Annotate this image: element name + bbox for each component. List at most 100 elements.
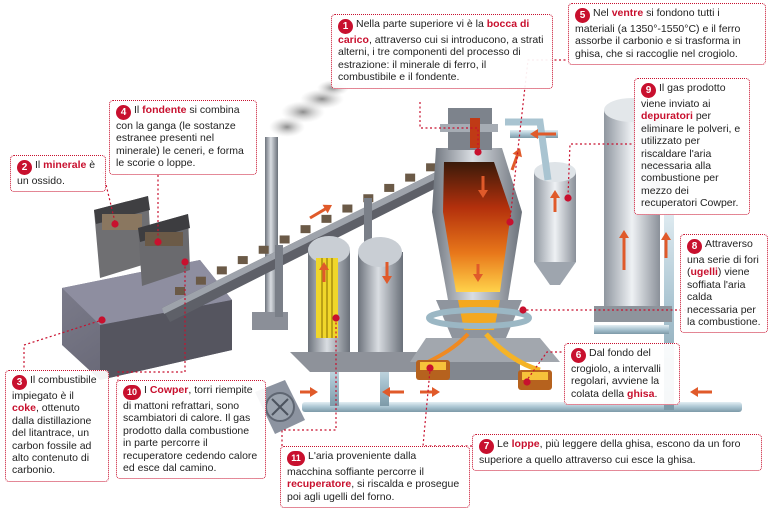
callout-highlight-1: bocca di carico <box>338 18 530 46</box>
conveyor-cart <box>342 204 353 213</box>
flow-arrow-head <box>690 387 698 397</box>
callout-highlight-8: ugelli <box>690 266 718 279</box>
callout-highlight-7: loppe <box>511 438 540 450</box>
conveyor-cart <box>279 235 290 244</box>
callout-text-3-post: , ottenuto dalla distillazione del litan… <box>12 402 92 477</box>
purifier <box>534 162 576 285</box>
callout-number-11: 11 <box>287 451 305 466</box>
callout-number-8: 8 <box>687 239 702 254</box>
callout-text-8-post: ) viene soffiata l'aria calda necessaria… <box>687 266 761 329</box>
callout-text-11-pre: L'aria proveniente dalla macchina soffia… <box>287 450 424 478</box>
callout-highlight-11: recuperatore <box>287 478 352 491</box>
callout-text-1-post: , attraverso cui si introducono, a strat… <box>338 34 544 84</box>
cowper-tower-left <box>308 236 350 358</box>
callout-number-5: 5 <box>575 8 590 23</box>
flow-arrow-head <box>530 129 538 139</box>
flow-arrow-head <box>319 262 329 270</box>
flow-arrow-head <box>478 190 488 198</box>
leader-dot-5 <box>506 218 514 226</box>
flow-arrow-shaft <box>309 206 329 220</box>
conveyor-cart <box>300 225 311 234</box>
callout-highlight-9: depuratori <box>641 110 693 123</box>
flow-arrow-head <box>322 204 332 214</box>
callout-text-4-post: si combina con la ganga (le sostanze est… <box>116 104 244 170</box>
leader-dot-6 <box>523 378 531 386</box>
callout-text-1-pre: Nella parte superiore vi è la <box>356 18 487 30</box>
conveyor-cart <box>175 287 185 295</box>
leader-dot-1 <box>474 148 482 156</box>
leader-line-6 <box>526 351 566 381</box>
callout-number-9: 9 <box>641 83 656 98</box>
conveyor-cart <box>426 163 437 172</box>
leader-dot-11 <box>332 314 340 322</box>
flow-arrow-head <box>619 230 629 238</box>
flow-arrow-shaft <box>510 152 520 171</box>
flow-arrow-head <box>382 387 390 397</box>
callout-text-10-post: , torri riempite di mattoni refrattari, … <box>123 384 258 475</box>
callout-number-4: 4 <box>116 105 131 120</box>
callout-number-10: 10 <box>123 385 141 400</box>
callout-highlight-5: ventre <box>611 7 644 19</box>
gas-pipe <box>505 118 552 181</box>
cowper-base <box>290 352 440 372</box>
leader-dot-4 <box>154 238 162 246</box>
callout-text-2-pre: Il <box>35 159 44 171</box>
leader-dot-7 <box>426 364 434 372</box>
callout-text-2-post: è un ossido. <box>17 159 96 187</box>
callout-number-2: 2 <box>17 160 32 175</box>
leader-dot-10 <box>181 258 189 266</box>
callout-number-1: 1 <box>338 19 353 34</box>
cowper-tower-right <box>358 237 403 358</box>
callout-highlight-2: minerale <box>43 159 87 171</box>
callout-text-10-pre: I <box>144 384 150 396</box>
conveyor-cart <box>405 173 416 182</box>
conveyor-cart <box>195 276 206 285</box>
callout-text-5-post: si fondono tutti i materiali (a 1350°-15… <box>575 7 741 60</box>
callout-text-11-post: , si riscalda e prosegue poi agli ugelli… <box>287 478 460 503</box>
leader-dot-3 <box>98 316 106 324</box>
blowing-machine <box>255 380 305 434</box>
callout-highlight-4: fondente <box>142 104 187 116</box>
leader-dot-8 <box>519 306 527 314</box>
leader-line-1 <box>419 102 479 150</box>
leader-dot-2 <box>111 220 119 228</box>
conveyor-cart <box>384 183 395 192</box>
callout-text-3-pre: Il combustibile impiegato è il <box>12 374 97 402</box>
callout-text-9-post: per eliminare le polveri, e utilizzato p… <box>641 110 741 210</box>
callout-text-9-pre: Il gas prodotto viene inviato ai <box>641 82 726 110</box>
callout-highlight-3: coke <box>12 402 36 415</box>
flow-arrow-head <box>310 387 318 397</box>
conveyor-cart <box>216 266 227 275</box>
callout-text-5-pre: Nel <box>593 7 612 19</box>
ore-hoppers <box>62 196 232 380</box>
callout-text-4-pre: Il <box>134 104 143 116</box>
flow-arrows <box>300 129 712 397</box>
callout-number-6: 6 <box>571 348 586 363</box>
callout-text-8-pre: Attraverso una serie di fori ( <box>687 238 759 279</box>
callout-highlight-10: Cowper <box>149 384 189 396</box>
conveyor-cart <box>321 214 332 223</box>
flow-arrow-head <box>432 387 440 397</box>
flow-arrow-head <box>473 274 483 282</box>
leader-dot-9 <box>564 194 572 202</box>
leader-line-7 <box>422 369 472 447</box>
callout-number-7: 7 <box>479 439 494 454</box>
conveyor-cart <box>258 245 269 254</box>
flow-arrow-head <box>382 276 392 284</box>
conveyor-cart <box>237 256 248 265</box>
flow-arrow-head <box>661 232 671 240</box>
callout-text-7-post: , più leggere della ghisa, escono da un … <box>479 438 741 466</box>
callout-text-6-post: . <box>654 387 658 400</box>
flow-arrow-head <box>550 190 560 198</box>
